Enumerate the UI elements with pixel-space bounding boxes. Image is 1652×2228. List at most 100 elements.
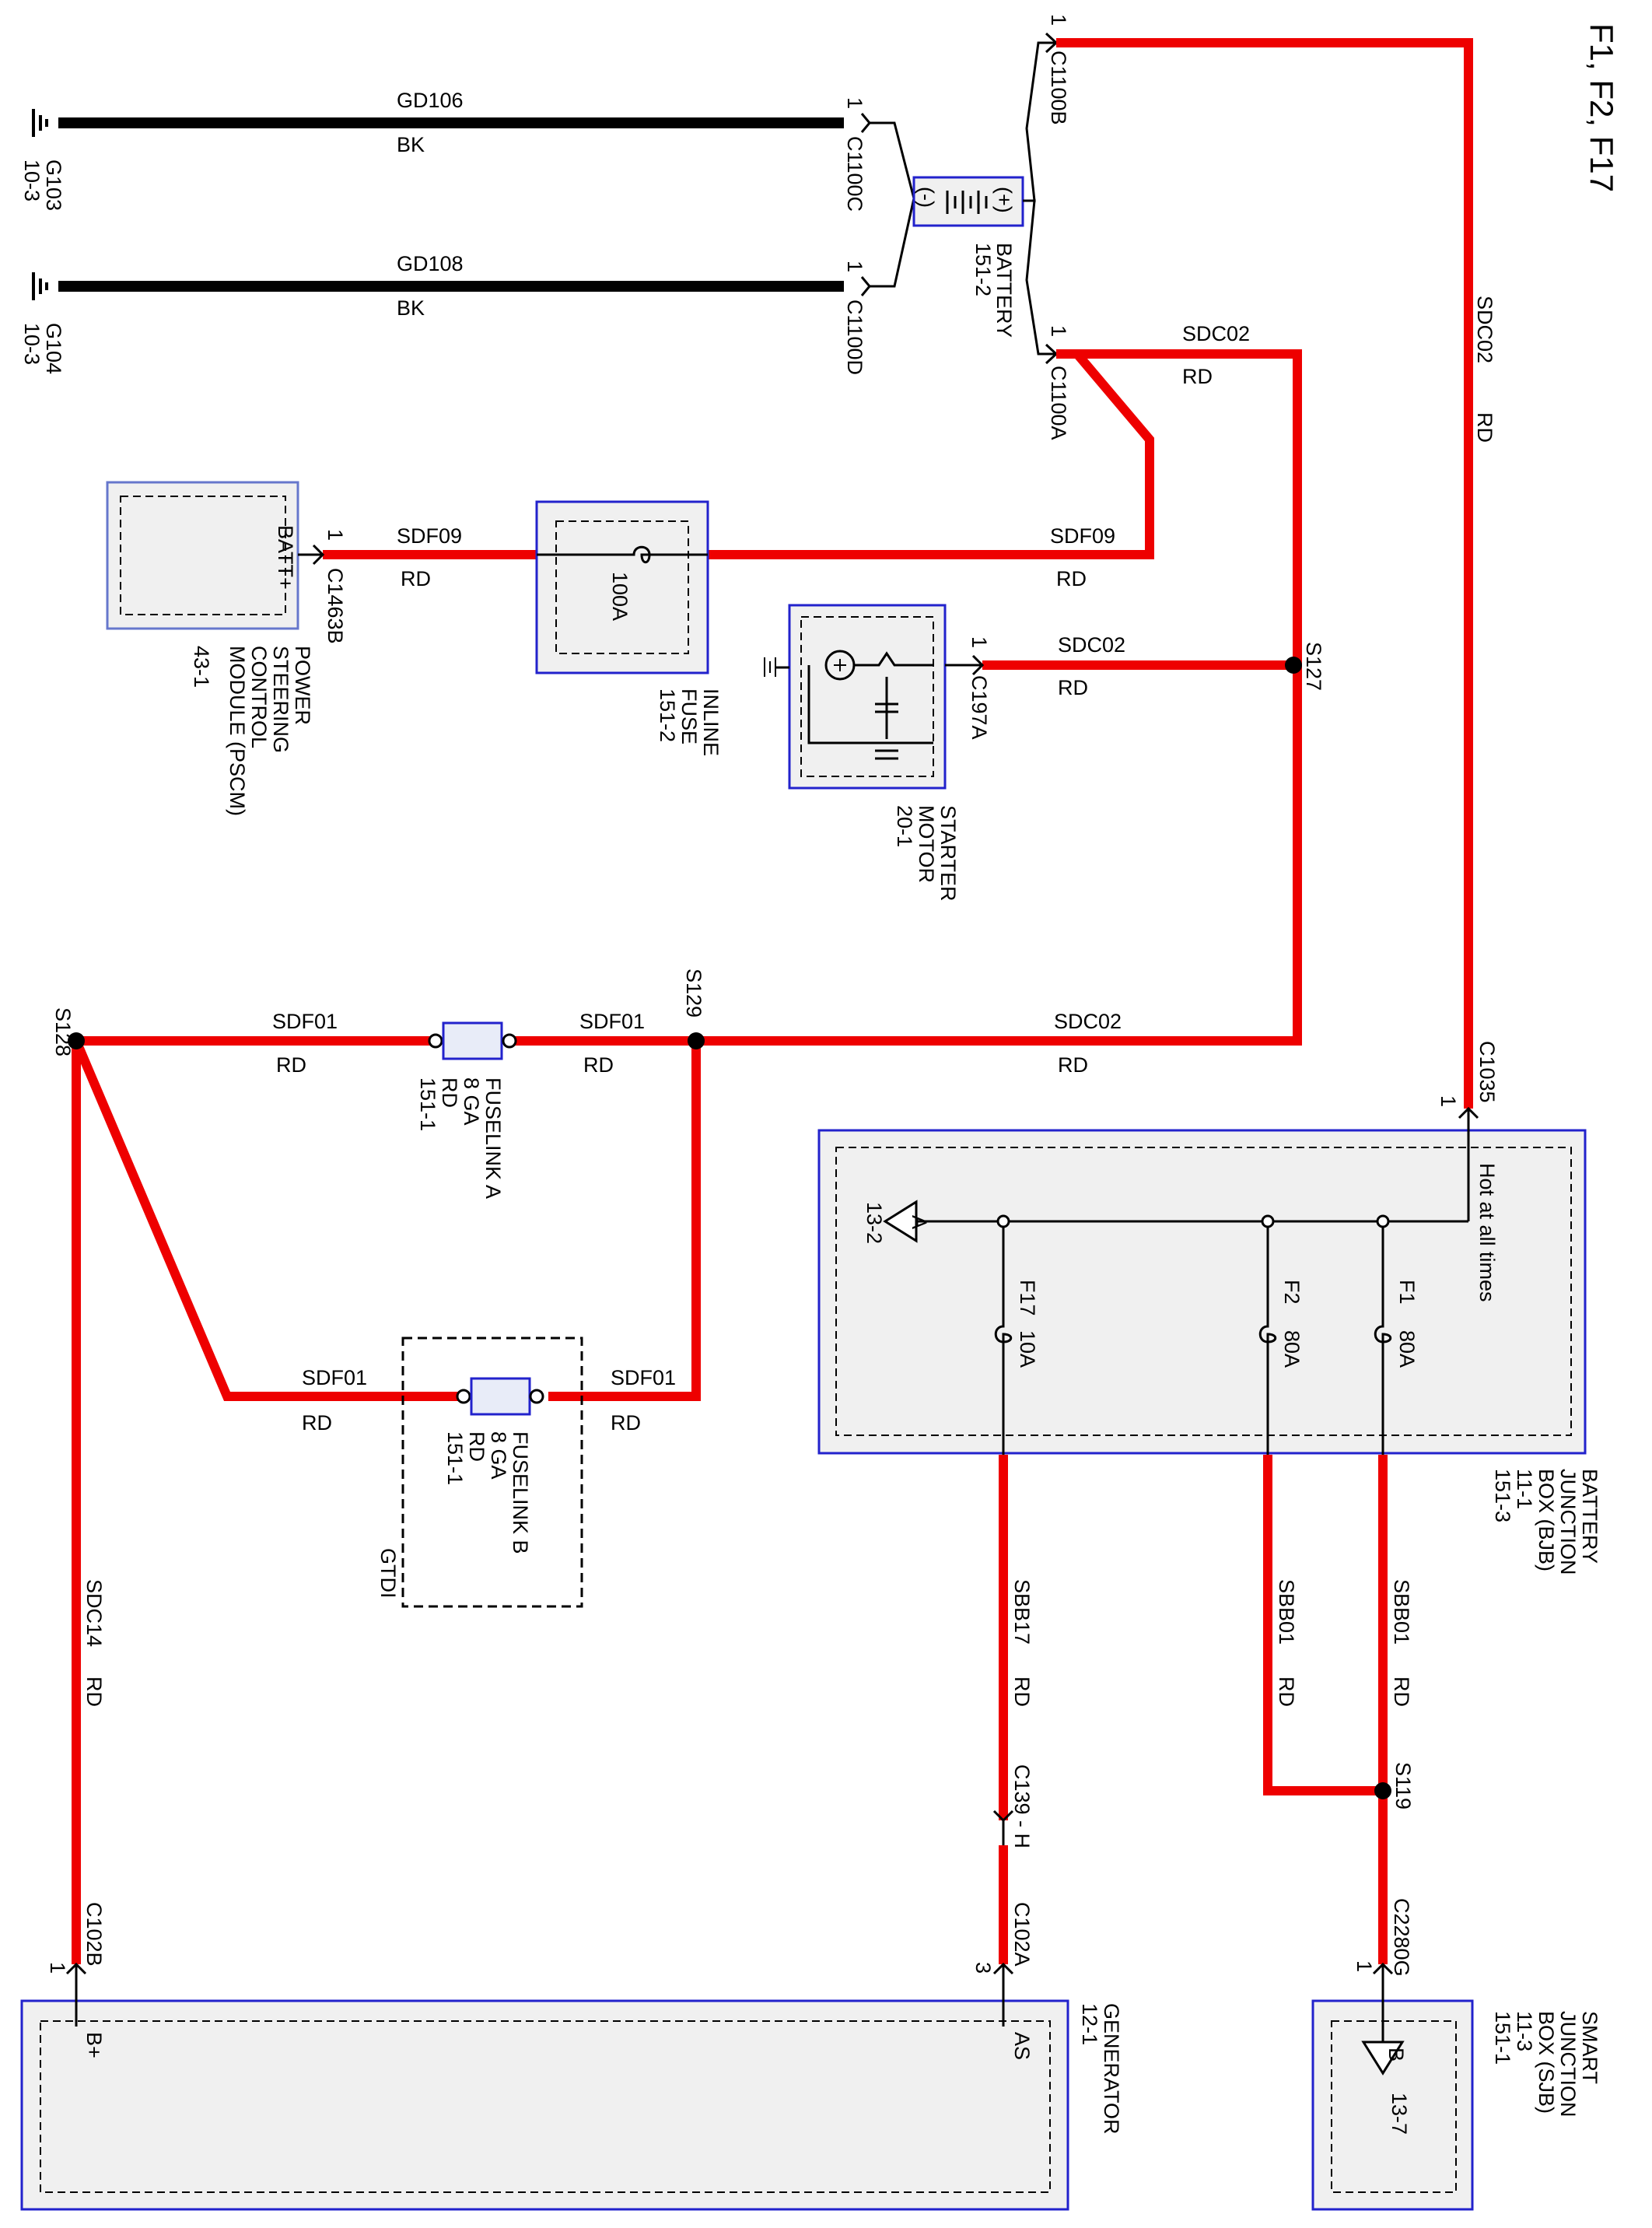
wire-sdf09-fuse bbox=[708, 351, 1154, 559]
inline-fuse-inner bbox=[555, 520, 689, 654]
connector-label: C102B bbox=[82, 1902, 106, 1967]
component-ref: 43-1 bbox=[190, 646, 213, 688]
fuse-node bbox=[1261, 1214, 1275, 1228]
battery-name: BATTERY bbox=[992, 243, 1016, 338]
connector-label: C1100C bbox=[843, 136, 866, 212]
connector-pin: 1 bbox=[1437, 1095, 1460, 1107]
component-ref: 20-1 bbox=[893, 805, 916, 847]
circuit-label: SBB01 bbox=[1275, 1579, 1298, 1645]
wire-color-label: RD bbox=[82, 1676, 106, 1707]
wire-sdc02-main bbox=[1056, 38, 1473, 1109]
component-ref: 151-3 bbox=[1491, 1469, 1514, 1522]
circuit-label: SBB01 bbox=[1390, 1579, 1413, 1645]
component-name: BOX (BJB) bbox=[1535, 1469, 1558, 1571]
wire-sdf01-b-left bbox=[72, 1039, 459, 1401]
fuse-rating: 100A bbox=[608, 572, 632, 621]
component-ref: 11-3 bbox=[1513, 2011, 1536, 2051]
wire-color-label: RD bbox=[1473, 412, 1496, 443]
gtdi-option-box bbox=[401, 1336, 583, 1608]
ground-g104: G104 10-3 GD108 BK 1 C1100D bbox=[20, 252, 871, 375]
fuselink-end bbox=[428, 1033, 443, 1049]
wire-color-label: RD bbox=[611, 1411, 641, 1435]
fuse-f1: F1 80A bbox=[1374, 1214, 1419, 1455]
splice-dot bbox=[68, 1032, 85, 1049]
circuit-label: SDC02 bbox=[1182, 322, 1250, 345]
splice-label: S129 bbox=[682, 969, 705, 1018]
wire-sdf01-b-right bbox=[548, 1041, 701, 1401]
fuse-name: F17 bbox=[1016, 1280, 1039, 1316]
battery: (-) (+) BATTERY 151-2 1 C1100B 1 C1100A bbox=[912, 14, 1070, 440]
generator-box bbox=[20, 1999, 1069, 2211]
connector-label: C1100D bbox=[843, 300, 866, 375]
splice-label: S127 bbox=[1302, 642, 1325, 691]
bjb-note: Hot at all times bbox=[1475, 1163, 1499, 1302]
connector-pin: 1 bbox=[46, 1962, 69, 1974]
fuse-icon bbox=[994, 1227, 1013, 1455]
battery-neg: (-) bbox=[915, 187, 938, 208]
connector-pin: 1 bbox=[843, 97, 866, 109]
solenoid-coil-icon bbox=[807, 665, 933, 760]
bjb-box bbox=[817, 1129, 1587, 1455]
fuse-name: F1 bbox=[1395, 1280, 1419, 1305]
fuse-rating: 80A bbox=[1395, 1330, 1419, 1368]
component-name: RD bbox=[465, 1431, 488, 1462]
component-name: JUNCTION bbox=[1556, 1469, 1580, 1575]
circuit-label: SBB17 bbox=[1010, 1579, 1034, 1645]
pscm-box bbox=[106, 481, 299, 630]
component-name: GENERATOR bbox=[1100, 2003, 1123, 2135]
circuit-label: SDC14 bbox=[82, 1579, 106, 1647]
wire-sdc02-s127 bbox=[696, 349, 1302, 1046]
circuit-label: SDC02 bbox=[1473, 296, 1496, 363]
component-name: FUSELINK B bbox=[509, 1431, 532, 1554]
fuse-icon bbox=[1258, 1227, 1277, 1455]
wire-color-label: RD bbox=[401, 567, 431, 590]
component-ref: 11-1 bbox=[1513, 1469, 1536, 1509]
wire-color-label: BK bbox=[397, 133, 425, 156]
component-name: POWER bbox=[291, 646, 314, 725]
generator: B+ AS C102B 1 C102A 3 GENERATOR 12-1 bbox=[20, 1902, 1123, 2211]
connector-pin: 1 bbox=[843, 261, 866, 272]
wire-sbb01-f2 bbox=[1263, 1455, 1383, 1795]
connector-pin: 1 bbox=[324, 529, 347, 541]
page-title: F1, F2, F17 bbox=[1584, 23, 1620, 192]
ground-ref: 10-3 bbox=[20, 323, 44, 365]
fuselink-end bbox=[529, 1389, 544, 1404]
component-name: CONTROL bbox=[247, 646, 271, 748]
circuit-label: SDF01 bbox=[579, 1010, 645, 1033]
starter-inner bbox=[800, 616, 934, 777]
component-name: MOTOR bbox=[915, 805, 938, 883]
circuit-label: SDC02 bbox=[1054, 1010, 1122, 1033]
battery-pos: (+) bbox=[992, 187, 1016, 213]
fuse-rating: 80A bbox=[1280, 1330, 1304, 1368]
component-name: JUNCTION bbox=[1556, 2011, 1580, 2118]
inline-fuse-box bbox=[535, 500, 709, 674]
splice-dot bbox=[688, 1032, 705, 1049]
wire-color-label: RD bbox=[1010, 1676, 1034, 1707]
fuse-icon bbox=[1374, 1227, 1392, 1455]
connector-icon bbox=[1372, 1962, 1394, 1975]
connector-pin: 1 bbox=[1353, 1960, 1376, 1972]
ref-flag-page: 13-2 bbox=[863, 1202, 886, 1244]
connector-icon bbox=[971, 654, 985, 676]
component-name: MODULE (PSCM) bbox=[226, 646, 249, 816]
component-name: FUSE bbox=[677, 688, 701, 744]
fuselink-end bbox=[456, 1389, 471, 1404]
connector-label: C1035 bbox=[1475, 1041, 1499, 1103]
solenoid-contact-icon bbox=[854, 651, 933, 667]
power-wires bbox=[72, 38, 1473, 1964]
fuselink-icon bbox=[442, 1021, 503, 1060]
connector-pin: 1 bbox=[968, 636, 991, 648]
connector-label: C197A bbox=[968, 675, 991, 740]
ref-flag-page: 13-7 bbox=[1388, 2093, 1411, 2135]
fuselink-end bbox=[502, 1033, 517, 1049]
wire-color-label: RD bbox=[1056, 567, 1087, 590]
pscm-inner bbox=[120, 496, 286, 615]
splice-label: S119 bbox=[1391, 1762, 1415, 1809]
wire-color-label: RD bbox=[583, 1053, 614, 1077]
splice-dot bbox=[1285, 657, 1302, 674]
connector-pin: 3 bbox=[971, 1962, 995, 1974]
pscm-module: BATT+ 1 C1463B POWER STEERING CONTROL MO… bbox=[106, 481, 347, 816]
connector-label: C1463B bbox=[324, 568, 347, 644]
wire-color-label: RD bbox=[1390, 1676, 1413, 1707]
